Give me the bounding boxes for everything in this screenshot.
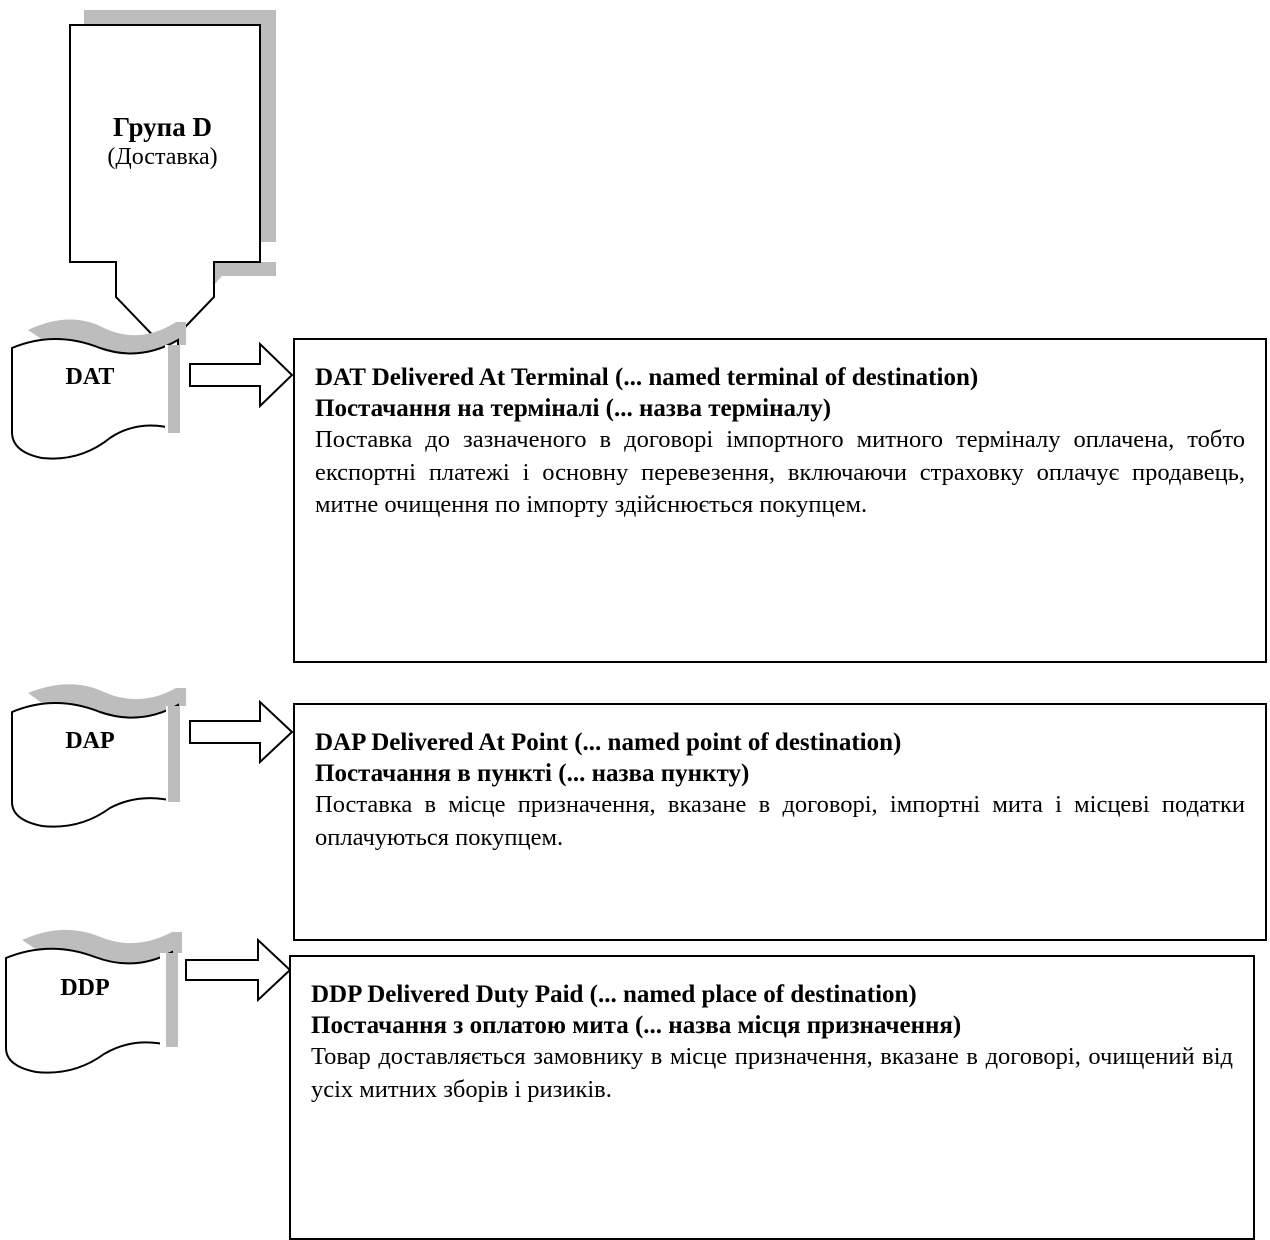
dap-code-label: DAP [65, 728, 115, 754]
dat-title-uk: Постачання на терміналі (... назва термі… [315, 395, 832, 422]
dap-card: DAP Delivered At Point (... named point … [293, 703, 1267, 941]
ddp-code-label: DDP [60, 975, 110, 1001]
ddp-title-en: DDP Delivered Duty Paid (... named place… [311, 981, 917, 1008]
dap-arrow-shape [189, 699, 294, 765]
dat-code-label: DAT [65, 364, 115, 390]
dat-title-en: DAT Delivered At Terminal (... named ter… [315, 364, 979, 391]
dat-arrow-shape [189, 341, 294, 409]
ddp-title-uk: Постачання з оплатою мита (... назва міс… [311, 1012, 962, 1039]
dat-description: Поставка до зазначеного в договорі імпор… [315, 426, 1245, 518]
dap-description: Поставка в місце призначення, вказане в … [315, 791, 1245, 851]
group-title: Група D [113, 112, 212, 142]
ddp-card: DDP Delivered Duty Paid (... named place… [289, 955, 1255, 1240]
ddp-arrow-shape [185, 937, 292, 1003]
dat-card: DAT Delivered At Terminal (... named ter… [293, 338, 1267, 663]
group-d-arrow-shape [69, 24, 261, 350]
ddp-description: Товар доставляється замовнику в місце пр… [311, 1043, 1233, 1103]
dap-title-en: DAP Delivered At Point (... named point … [315, 729, 902, 756]
group-subtitle: (Доставка) [107, 144, 218, 170]
ddp-document-shape [5, 929, 188, 1074]
dap-document-shape [11, 684, 194, 828]
dap-title-uk: Постачання в пункті (... назва пункту) [315, 760, 750, 787]
dat-document-shape [11, 319, 195, 460]
